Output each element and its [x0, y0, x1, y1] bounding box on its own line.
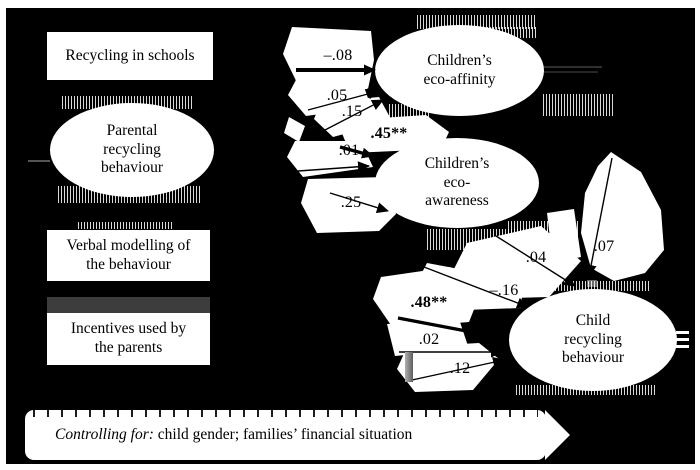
predictor-box-verbal-modelling: Verbal modelling of the behaviour — [47, 230, 210, 281]
gray-bar — [47, 297, 210, 313]
coefficient-label-12: .12 — [449, 360, 471, 377]
gray-artifact — [540, 71, 598, 73]
predictor-box-incentives: Incentives used by the parents — [47, 313, 210, 365]
banner-arrow-tip — [545, 410, 570, 460]
predictor-box-recycling-in-schools: Recycling in schools — [47, 32, 213, 80]
controlling-note-text: Controlling for: child gender; families’… — [55, 410, 412, 460]
coefficient-label-48: .48** — [410, 294, 448, 311]
coefficient-label-neg08: –.08 — [323, 47, 353, 64]
coefficient-label-07: .07 — [593, 238, 615, 255]
controlling-note-body: child gender; families’ financial situat… — [153, 426, 413, 443]
predictor-ellipse-parental-recycling-behaviour: Parental recycling behaviour — [50, 103, 214, 197]
controlling-note-banner: Controlling for: child gender; families’… — [25, 410, 546, 460]
hatch-marks — [508, 221, 578, 245]
dash-marks — [676, 338, 689, 341]
coefficient-label-25: .25 — [340, 194, 362, 211]
coefficient-label-01: .01 — [338, 142, 360, 159]
coefficient-label-neg16: –.16 — [489, 282, 519, 299]
mediator-ellipse-childrens-eco-affinity: Children’s eco-affinity — [375, 25, 544, 116]
coefficient-label-02: .02 — [418, 331, 440, 348]
gray-artifact — [540, 66, 602, 68]
dash-marks — [676, 331, 689, 334]
outcome-ellipse-child-recycling-behaviour: Child recycling behaviour — [509, 289, 677, 391]
controlling-note-prefix: Controlling for: — [55, 426, 154, 443]
gray-artifact — [28, 160, 50, 162]
hatch-marks — [549, 281, 649, 291]
coefficient-label-04: .04 — [525, 249, 547, 266]
gray-artifact-bar — [405, 352, 413, 382]
dash-marks — [676, 345, 689, 348]
coefficient-label-45: .45** — [370, 125, 408, 142]
hatch-marks — [78, 222, 174, 229]
hatch-marks — [543, 94, 615, 116]
coefficient-label-15: .15 — [341, 103, 363, 120]
mediator-ellipse-childrens-eco-awareness: Children’s eco- awareness — [375, 138, 539, 228]
